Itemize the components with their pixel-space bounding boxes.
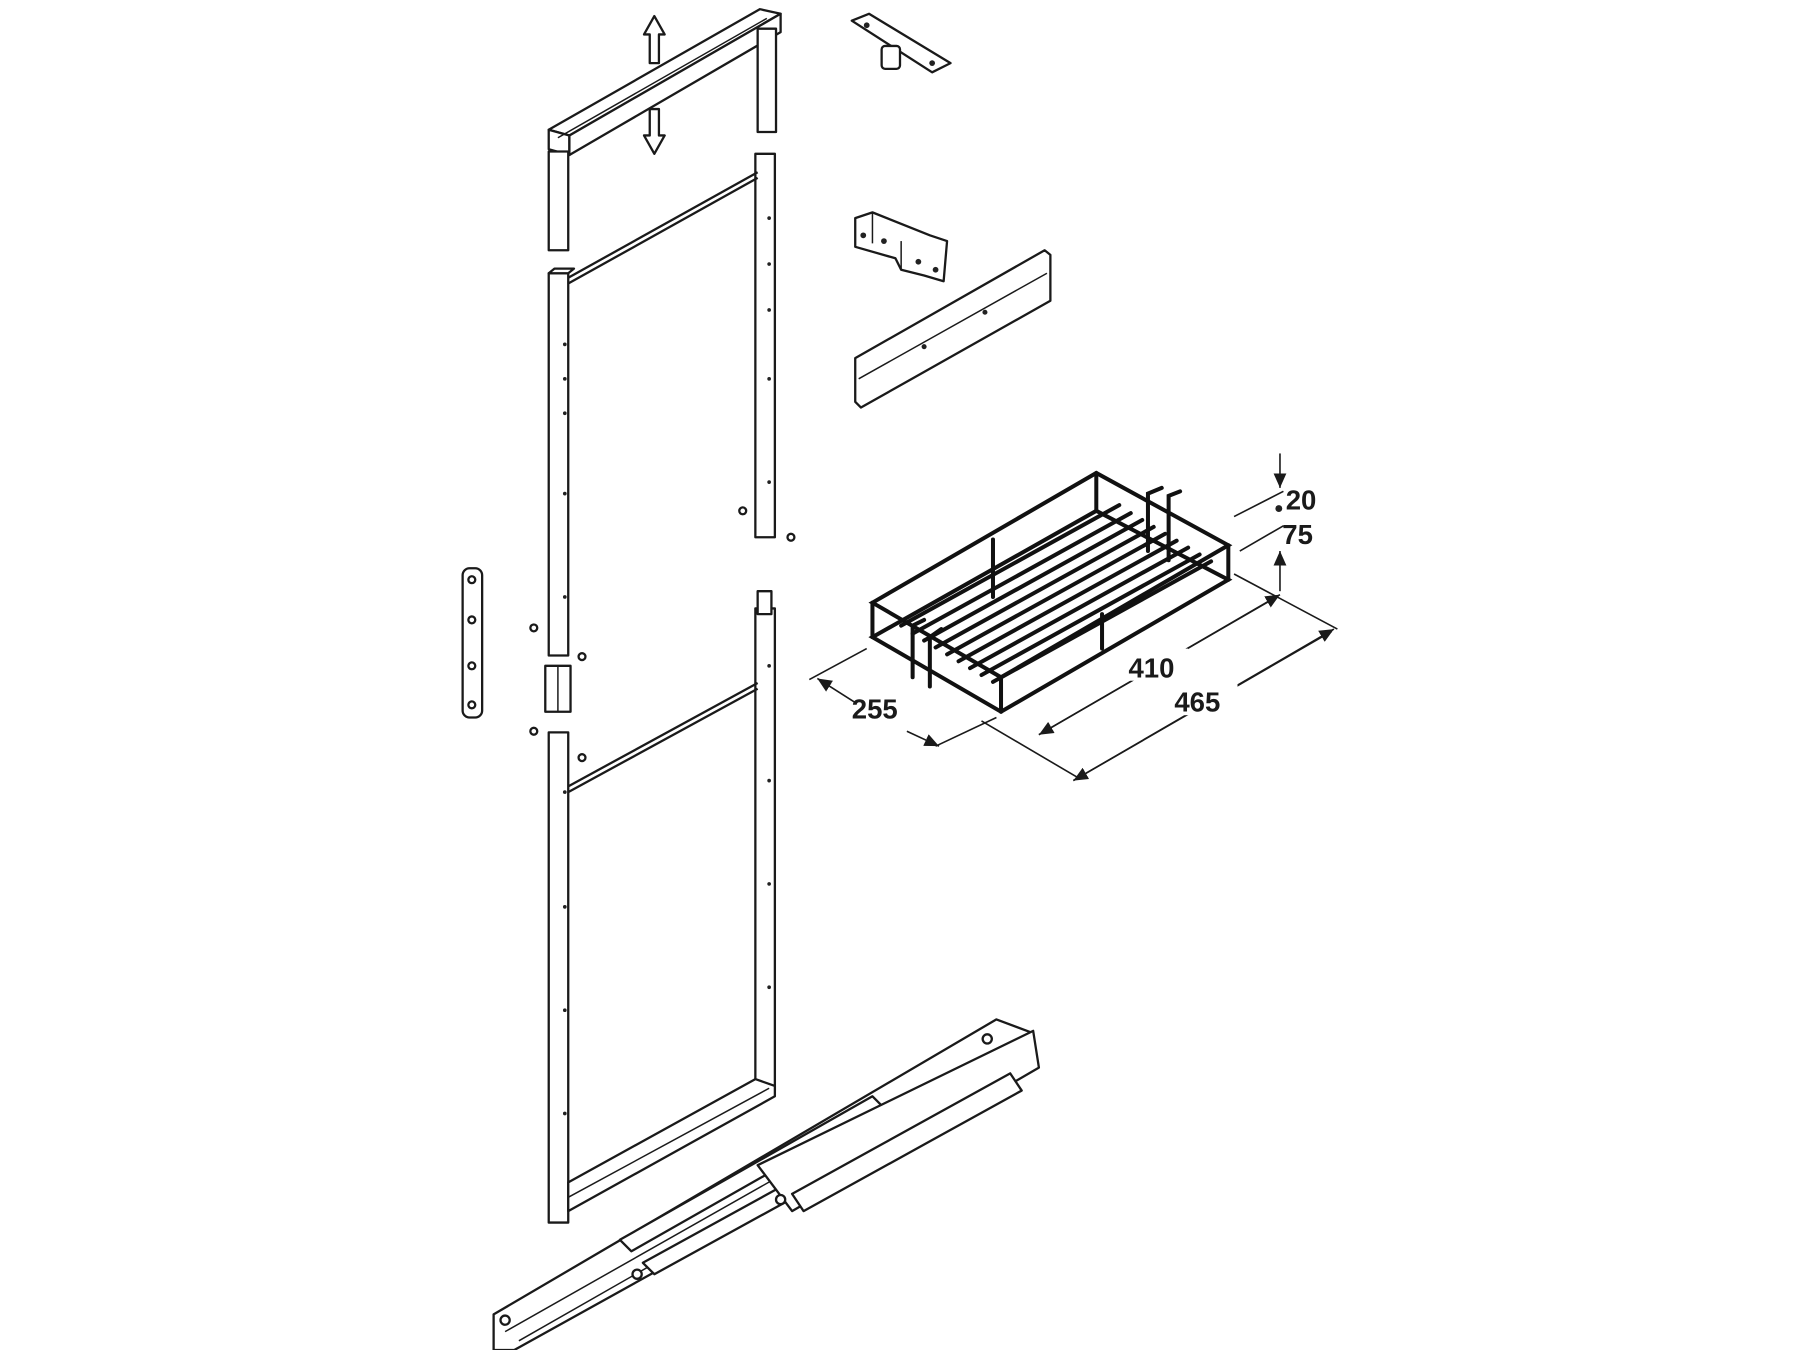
lower-frame (547, 590, 777, 1224)
corner-bracket (854, 211, 949, 283)
dim-label-410: 410 (1128, 652, 1174, 683)
dim-label-255: 255 (852, 694, 898, 725)
joint-connector (544, 664, 572, 713)
upper-frame (547, 152, 777, 657)
adjust-arrows-icon (642, 14, 666, 155)
top-mounting-bracket (850, 12, 952, 74)
connector-plate (461, 567, 484, 719)
screws (529, 506, 796, 763)
mounting-rail (854, 249, 1052, 409)
dimension-labels: 20 75 410 465 255 (852, 485, 1317, 725)
wire-basket (868, 470, 1233, 715)
dim-label-75: 75 (1282, 519, 1313, 550)
top-frame (547, 8, 782, 252)
dimension-lines (808, 453, 1338, 782)
dim-label-20: 20 (1286, 485, 1317, 516)
telescopic-slides (492, 1018, 1041, 1350)
dim-label-465: 465 (1174, 687, 1220, 718)
